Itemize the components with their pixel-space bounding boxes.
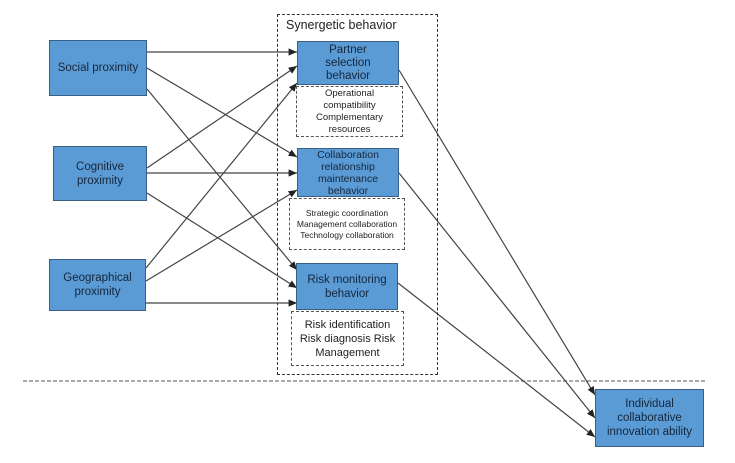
edge-cognitive-to-risk (146, 192, 298, 289)
details-text: Risk identification Risk diagnosis Risk … (299, 318, 396, 359)
edge-risk-to-ability (397, 282, 596, 438)
edge-social-to-collab (146, 67, 298, 158)
node-partner-selection[interactable]: Partner selection behavior (297, 41, 399, 85)
node-label: Geographical proximity (63, 272, 132, 298)
partner-details: Operational compatibility Complementary … (296, 86, 403, 137)
node-label: Cognitive proximity (76, 160, 124, 187)
node-cognitive-proximity[interactable]: Cognitive proximity (53, 146, 147, 201)
edge-cognitive-to-partner (146, 65, 298, 169)
node-individual-ability[interactable]: Individual collaborative innovation abil… (595, 389, 704, 447)
synergy-group (277, 14, 438, 375)
node-label: Collaboration relationship maintenance b… (317, 148, 379, 197)
collaboration-details: Strategic coordination Management collab… (289, 198, 405, 250)
node-label: Risk monitoring behavior (307, 273, 387, 300)
details-text: Operational compatibility Complementary … (315, 87, 384, 135)
details-text: Strategic coordination Management collab… (296, 207, 398, 240)
edge-social-to-risk (146, 88, 298, 271)
node-label: Partner selection behavior (325, 43, 371, 82)
synergy-group-title: Synergetic behavior (286, 18, 397, 32)
edge-geographical-to-partner (145, 82, 298, 269)
node-label: Individual collaborative innovation abil… (606, 398, 693, 438)
edge-partner-to-ability (398, 69, 596, 396)
node-label: Social proximity (57, 62, 139, 74)
node-collaboration-maintenance[interactable]: Collaboration relationship maintenance b… (297, 148, 399, 197)
edge-geographical-to-collab (145, 189, 298, 282)
node-risk-monitoring[interactable]: Risk monitoring behavior (296, 263, 398, 310)
edge-collab-to-ability (398, 172, 596, 419)
node-social-proximity[interactable]: Social proximity (49, 40, 147, 96)
risk-details: Risk identification Risk diagnosis Risk … (291, 311, 404, 366)
node-geographical-proximity[interactable]: Geographical proximity (49, 259, 146, 311)
